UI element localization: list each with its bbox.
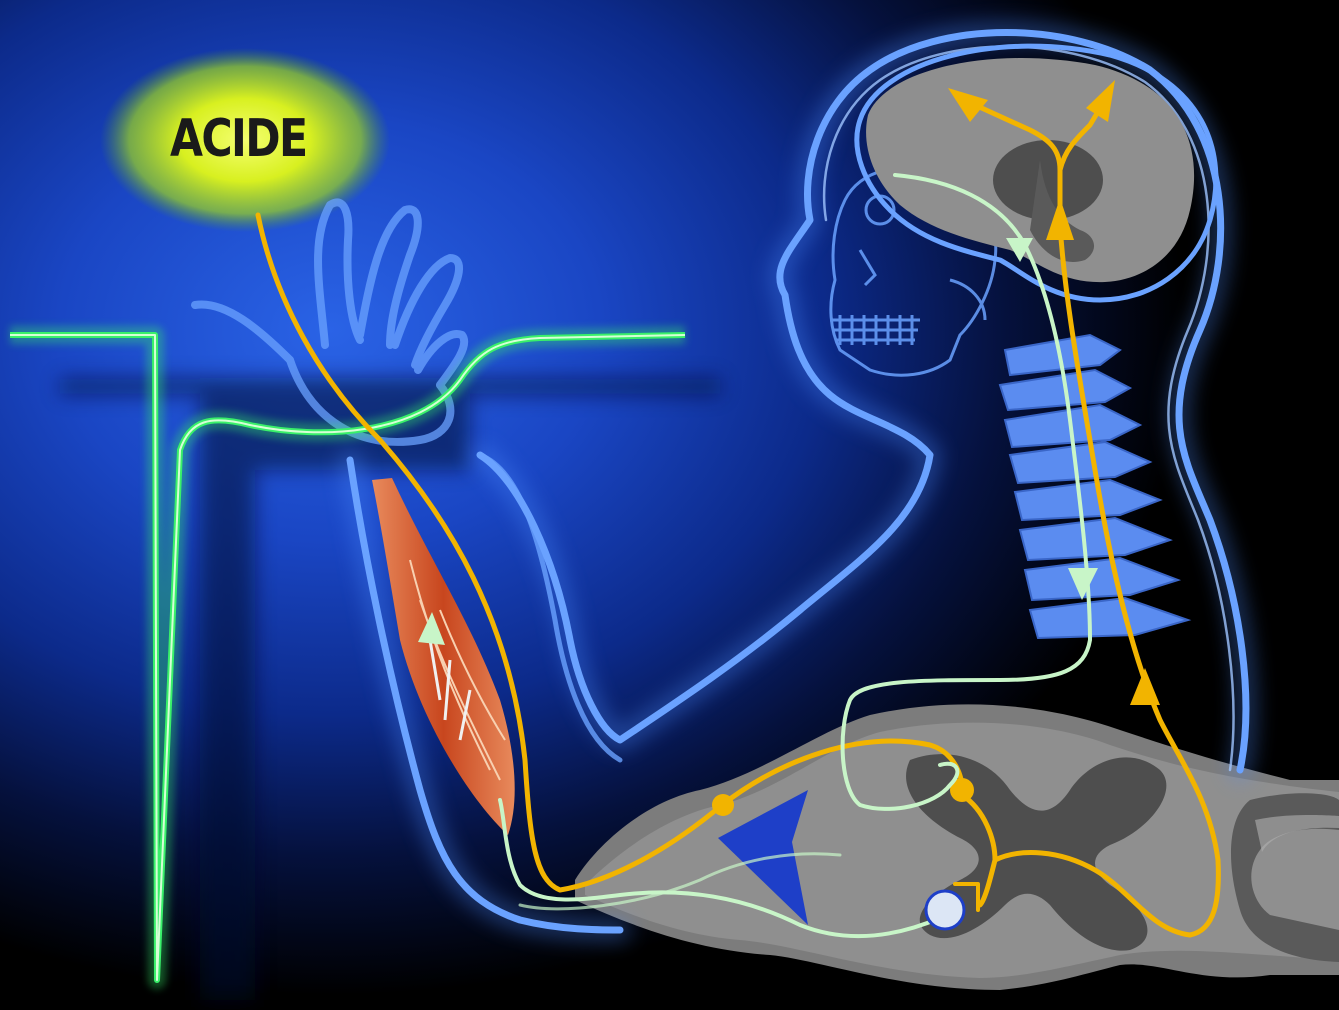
spinal-cord-section (575, 704, 1339, 990)
motor-neuron-body (926, 891, 964, 929)
cervical-spine (1000, 335, 1188, 638)
brain (866, 58, 1194, 282)
acide-label: ACIDE (170, 108, 301, 170)
